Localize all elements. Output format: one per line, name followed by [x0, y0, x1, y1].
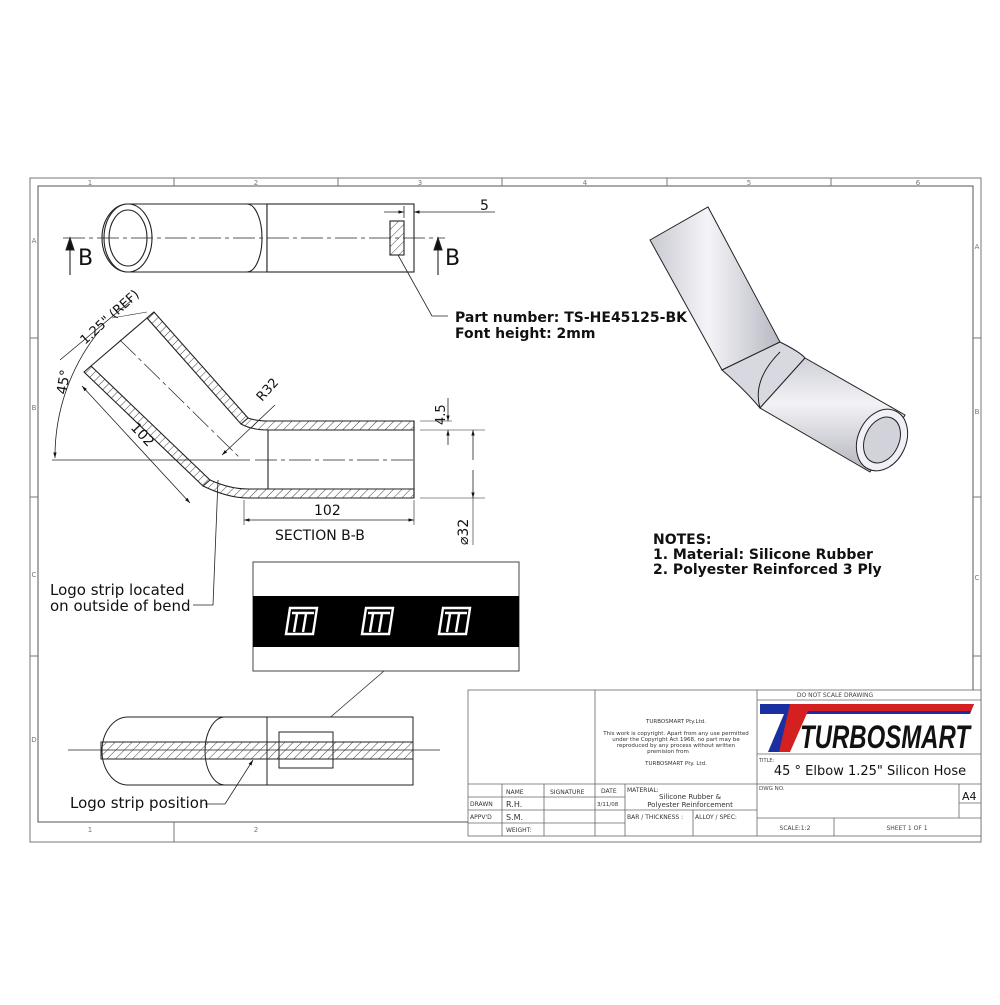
turbosmart-logo-icon: [284, 606, 319, 636]
section-marker-left: B: [78, 246, 93, 271]
svg-text:Silicone Rubber &: Silicone Rubber &: [659, 793, 722, 801]
font-height-note: Font height: 2mm: [455, 326, 595, 342]
svg-text:SIGNATURE: SIGNATURE: [550, 789, 585, 796]
svg-text:2: 2: [254, 179, 258, 187]
svg-text:1. Material: Silicone Rubber: 1. Material: Silicone Rubber: [653, 547, 873, 563]
svg-text:NAME: NAME: [506, 789, 524, 796]
svg-text:under the Copyright Act 1968,: under the Copyright Act 1968, no part ma…: [612, 737, 740, 743]
drawing-title: 45 ° Elbow 1.25" Silicon Hose: [774, 764, 966, 779]
sheet-number: SHEET 1 OF 1: [886, 825, 927, 832]
turbosmart-brand-logo: TURBOSMART: [760, 704, 974, 755]
svg-text:R.H.: R.H.: [506, 800, 522, 809]
zone-labels: 1 2 3 4 5 6 1 2 A B C D A B C: [31, 179, 979, 834]
svg-text:B: B: [32, 404, 37, 412]
dim-bend-radius: R32: [254, 376, 282, 405]
svg-text:A: A: [32, 237, 37, 245]
section-view: [52, 299, 485, 606]
top-view: [63, 203, 495, 317]
svg-text:This work is copyright. Apart: This work is copyright. Apart from any u…: [602, 731, 749, 737]
svg-text:3: 3: [418, 179, 422, 187]
dim-bend-angle: 45°: [54, 368, 74, 395]
brand-wordmark: TURBOSMART: [800, 719, 972, 755]
title-block: [467, 689, 982, 837]
copyright-notice: TURBOSMART Pty.Ltd. This work is copyrig…: [602, 719, 749, 767]
svg-text:D: D: [31, 736, 36, 744]
svg-text:TURBOSMART Pty. Ltd.: TURBOSMART Pty. Ltd.: [644, 761, 707, 767]
svg-text:4: 4: [583, 179, 588, 187]
notes-block: NOTES: 1. Material: Silicone Rubber 2. P…: [653, 532, 882, 578]
dim-outer-diameter: ⌀32: [456, 519, 472, 545]
svg-text:APPV'D: APPV'D: [470, 814, 492, 821]
svg-text:2: 2: [254, 826, 258, 834]
svg-text:NOTES:: NOTES:: [653, 532, 711, 548]
section-marker-right: B: [445, 246, 460, 271]
section-title: SECTION B-B: [275, 528, 365, 544]
svg-text:A: A: [975, 243, 980, 251]
title-label: TITLE:: [758, 758, 775, 764]
logo-strip-detail: [252, 561, 520, 734]
svg-text:Polyester Reinforcement: Polyester Reinforcement: [647, 801, 733, 809]
svg-text:2. Polyester Reinforced 3 Ply: 2. Polyester Reinforced 3 Ply: [653, 562, 882, 578]
dim-straight-length: 102: [314, 503, 341, 519]
svg-text:1: 1: [88, 179, 92, 187]
svg-text:6: 6: [916, 179, 921, 187]
svg-text:premision from: premision from: [647, 749, 689, 755]
svg-text:MATERIAL:: MATERIAL:: [627, 787, 659, 794]
turbosmart-logo-icon: [437, 606, 472, 636]
logo-strip-bend-callout-line2: on outside of bend: [50, 597, 191, 615]
do-not-scale-note: DO NOT SCALE DRAWING: [797, 692, 874, 699]
part-number-note: Part number: TS-HE45125-BK: [455, 310, 688, 326]
dim-inner-diameter-ref: 1.25" (REF): [78, 287, 143, 348]
dwg-no-label: DWG NO.: [759, 786, 785, 792]
isometric-hose-render: [649, 206, 909, 473]
svg-text:1: 1: [88, 826, 92, 834]
logo-strip-position-callout: Logo strip position: [70, 794, 208, 812]
bottom-view: [68, 716, 440, 805]
sheet-size: A4: [962, 790, 977, 803]
svg-text:C: C: [32, 571, 37, 579]
svg-text:DRAWN: DRAWN: [470, 801, 493, 808]
svg-text:reproduced by any process with: reproduced by any process without writte…: [617, 743, 736, 749]
svg-text:WEIGHT:: WEIGHT:: [506, 827, 532, 834]
svg-text:C: C: [975, 574, 980, 582]
svg-text:3/11/08: 3/11/08: [597, 802, 619, 808]
svg-text:TURBOSMART Pty.Ltd.: TURBOSMART Pty.Ltd.: [645, 719, 706, 725]
svg-text:5: 5: [747, 179, 751, 187]
logo-strip-bend-callout-line1: Logo strip located: [50, 581, 184, 599]
svg-text:B: B: [975, 408, 980, 416]
dim-wall-thickness: 4.5: [434, 404, 449, 425]
svg-text:S.M.: S.M.: [506, 813, 523, 822]
dim-offset: 5: [480, 198, 489, 214]
svg-text:BAR / THICKNESS :: BAR / THICKNESS :: [627, 814, 683, 821]
svg-text:ALLOY / SPEC:: ALLOY / SPEC:: [695, 814, 737, 821]
svg-text:DATE: DATE: [601, 788, 617, 795]
scale-label: SCALE:1:2: [780, 825, 811, 832]
turbosmart-logo-icon: [360, 606, 395, 636]
approval-table: NAME SIGNATURE DATE MATERIAL: DRAWN R.H.…: [470, 787, 737, 834]
